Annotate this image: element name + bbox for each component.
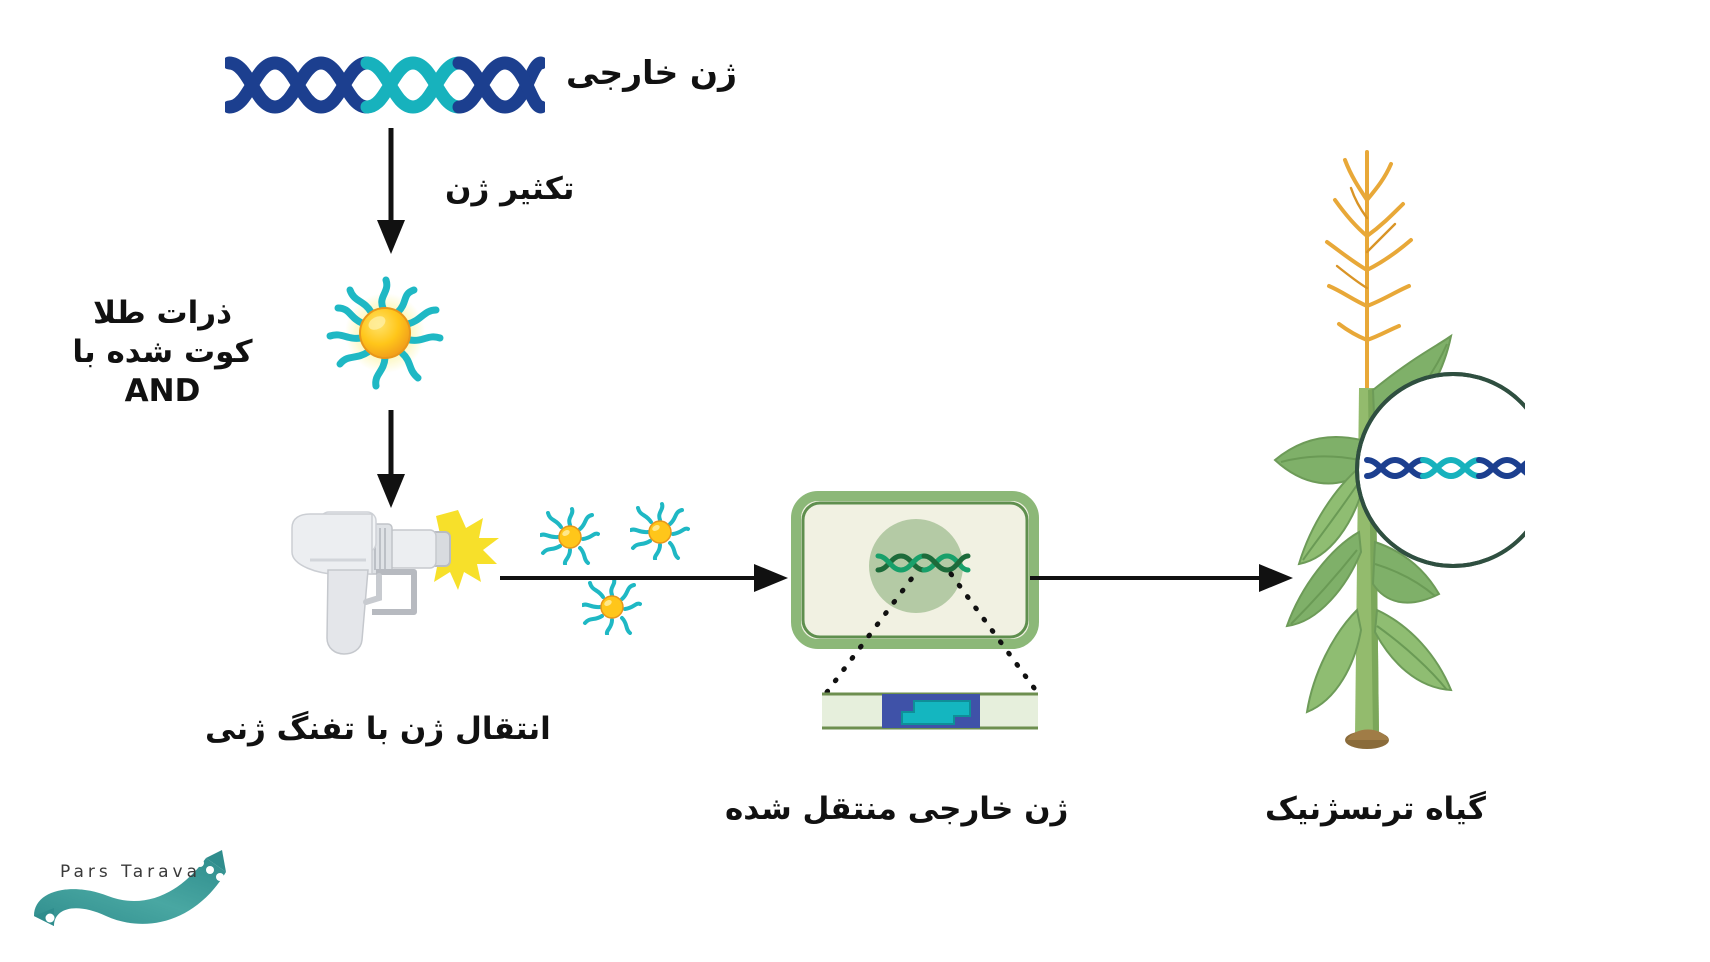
- logo-brand-text: Pars Tarava: [60, 862, 202, 882]
- label-transferred-foreign-gene: ژن خارجی منتقل شده: [725, 791, 1069, 827]
- plant-leaf-l3: [1285, 530, 1363, 628]
- arrow-gun-to-cell: [500, 564, 788, 592]
- label-gold-particles-line1: ذرات طلا: [92, 295, 233, 331]
- plant-leaf-l4: [1305, 607, 1363, 714]
- pars-tarava-logo-icon: [34, 850, 226, 929]
- gold-particle-coated-dna-icon: [326, 276, 444, 390]
- label-gold-particles: ذرات طلا کوت شده با DNA: [30, 294, 295, 410]
- nucleus-dna-icon: [875, 553, 971, 573]
- label-gene-gun-transfer: انتقال ژن با تفنگ ژنی: [205, 711, 551, 747]
- flying-gold-particle-2: [630, 502, 690, 560]
- label-foreign-gene: ژن خارجی: [566, 53, 737, 92]
- callout-dotted-lines: [824, 571, 1040, 695]
- plant-tassel-icon: [1325, 150, 1413, 402]
- arrow-particle-to-gun: [377, 410, 405, 508]
- plant-leaf-l1: [1273, 436, 1362, 485]
- label-gene-amplification: تکثیر ژن: [445, 171, 575, 207]
- gene-gun-icon: [291, 510, 499, 655]
- flying-gold-particle-1: [540, 507, 600, 565]
- gene-construct-icon: [822, 692, 1038, 730]
- label-transgenic-plant: گیاه ترنسژنیک: [1265, 791, 1486, 827]
- flying-gold-particle-3: [582, 577, 642, 635]
- arrow-dna-to-particle: [377, 128, 405, 254]
- transgenic-plant-icon: [1273, 150, 1525, 749]
- label-gold-particles-line2: کوت شده با DNA: [72, 333, 253, 409]
- magnifier-icon: [1355, 372, 1525, 568]
- arrow-cell-to-plant: [1030, 564, 1293, 592]
- construct-gene-region: [901, 700, 971, 725]
- gun-flash-icon: [420, 510, 499, 590]
- plant-leaf-l2: [1297, 463, 1365, 566]
- plant-leaf-r4: [1373, 608, 1453, 692]
- foreign-gene-dna-icon: [225, 56, 545, 114]
